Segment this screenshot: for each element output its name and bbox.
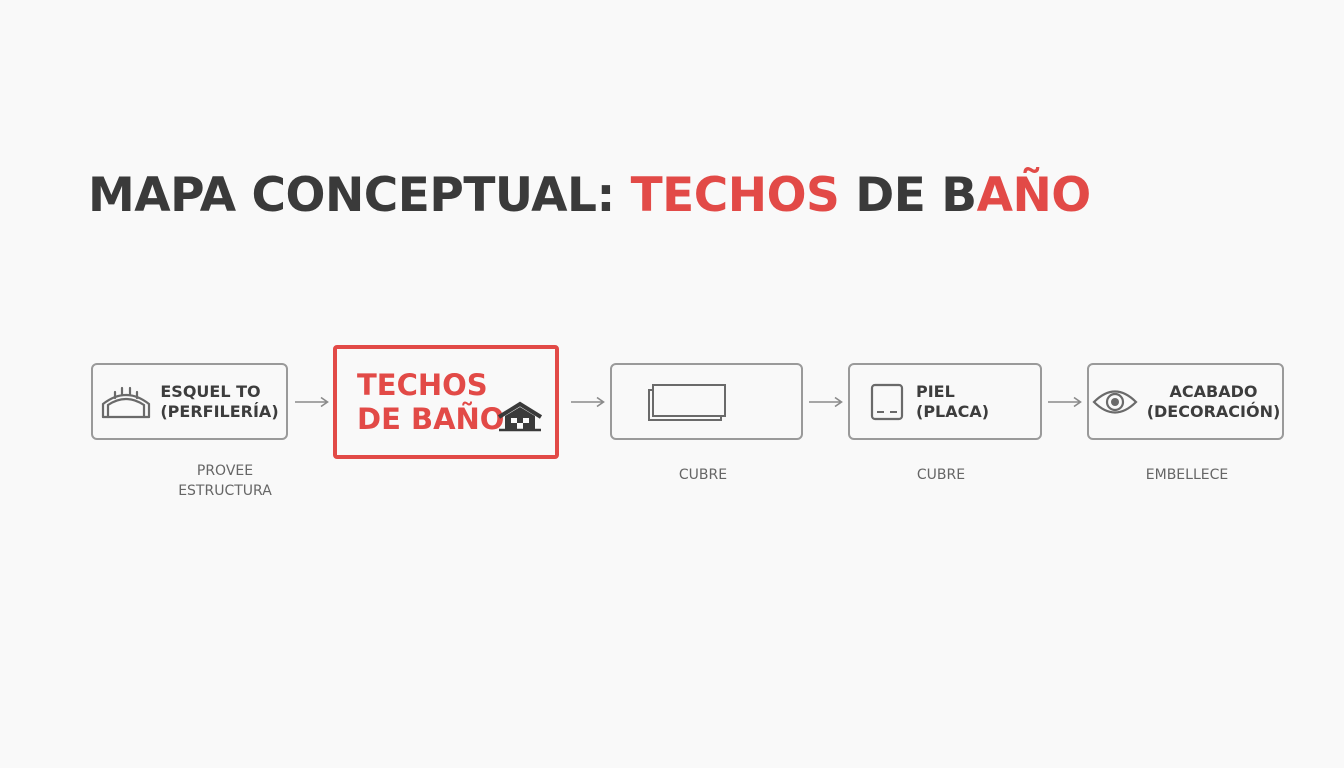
node-piel-subtitle: (PLACA) bbox=[916, 401, 990, 421]
caption-paneles-line-1: CUBRE bbox=[678, 467, 728, 483]
bridge-frame-icon bbox=[102, 386, 151, 418]
caption-esqueleto: PROVEE ESTRUCTURA bbox=[140, 461, 310, 501]
caption-piel-line-1: CUBRE bbox=[916, 467, 966, 483]
eye-icon bbox=[1092, 389, 1138, 414]
node-piel: PIEL (PLACA) bbox=[848, 363, 1042, 440]
house-icon bbox=[497, 401, 543, 432]
arrow-piel-to-acabado bbox=[1048, 396, 1082, 408]
center-node-line-2: DE BAÑO bbox=[357, 402, 505, 436]
caption-esqueleto-line-1: PROVEE bbox=[196, 463, 254, 479]
caption-acabado: EMBELLECE bbox=[1102, 465, 1272, 485]
caption-esqueleto-line-2: ESTRUCTURA bbox=[178, 483, 272, 499]
node-esqueleto: ESQUEL TO (PERFILERÍA) bbox=[91, 363, 288, 440]
caption-piel: CUBRE bbox=[856, 465, 1026, 485]
title-part-1: MAPA CONCEPTUAL: bbox=[88, 168, 631, 223]
title-part-2: TECHOS bbox=[630, 168, 840, 223]
arrow-panels-to-piel bbox=[809, 396, 843, 408]
caption-acabado-line-1: EMBELLECE bbox=[1145, 467, 1229, 483]
center-node-techos-de-bano: TECHOS DE BAÑO bbox=[333, 345, 559, 459]
node-acabado-title: ACABADO bbox=[1169, 381, 1258, 401]
title-part-4: AÑO bbox=[976, 168, 1092, 223]
node-esqueleto-title: ESQUEL TO bbox=[160, 381, 261, 401]
tablet-panel-icon bbox=[870, 383, 904, 420]
node-acabado: ACABADO (DECORACIÓN) bbox=[1087, 363, 1284, 440]
title-part-3: DE B bbox=[839, 168, 977, 223]
page-title: MAPA CONCEPTUAL: TECHOS DE BAÑO bbox=[88, 172, 1091, 219]
node-piel-title: PIEL bbox=[916, 381, 955, 401]
arrow-center-to-panels bbox=[571, 396, 605, 408]
caption-paneles: CUBRE bbox=[618, 465, 788, 485]
center-node-line-1: TECHOS bbox=[357, 368, 488, 402]
node-esqueleto-subtitle: (PERFILERÍA) bbox=[160, 401, 279, 421]
arrow-esqueleto-to-center bbox=[295, 396, 329, 408]
stacked-panels-icon bbox=[647, 383, 726, 421]
node-acabado-subtitle: (DECORACIÓN) bbox=[1146, 401, 1281, 421]
node-paneles bbox=[610, 363, 803, 440]
